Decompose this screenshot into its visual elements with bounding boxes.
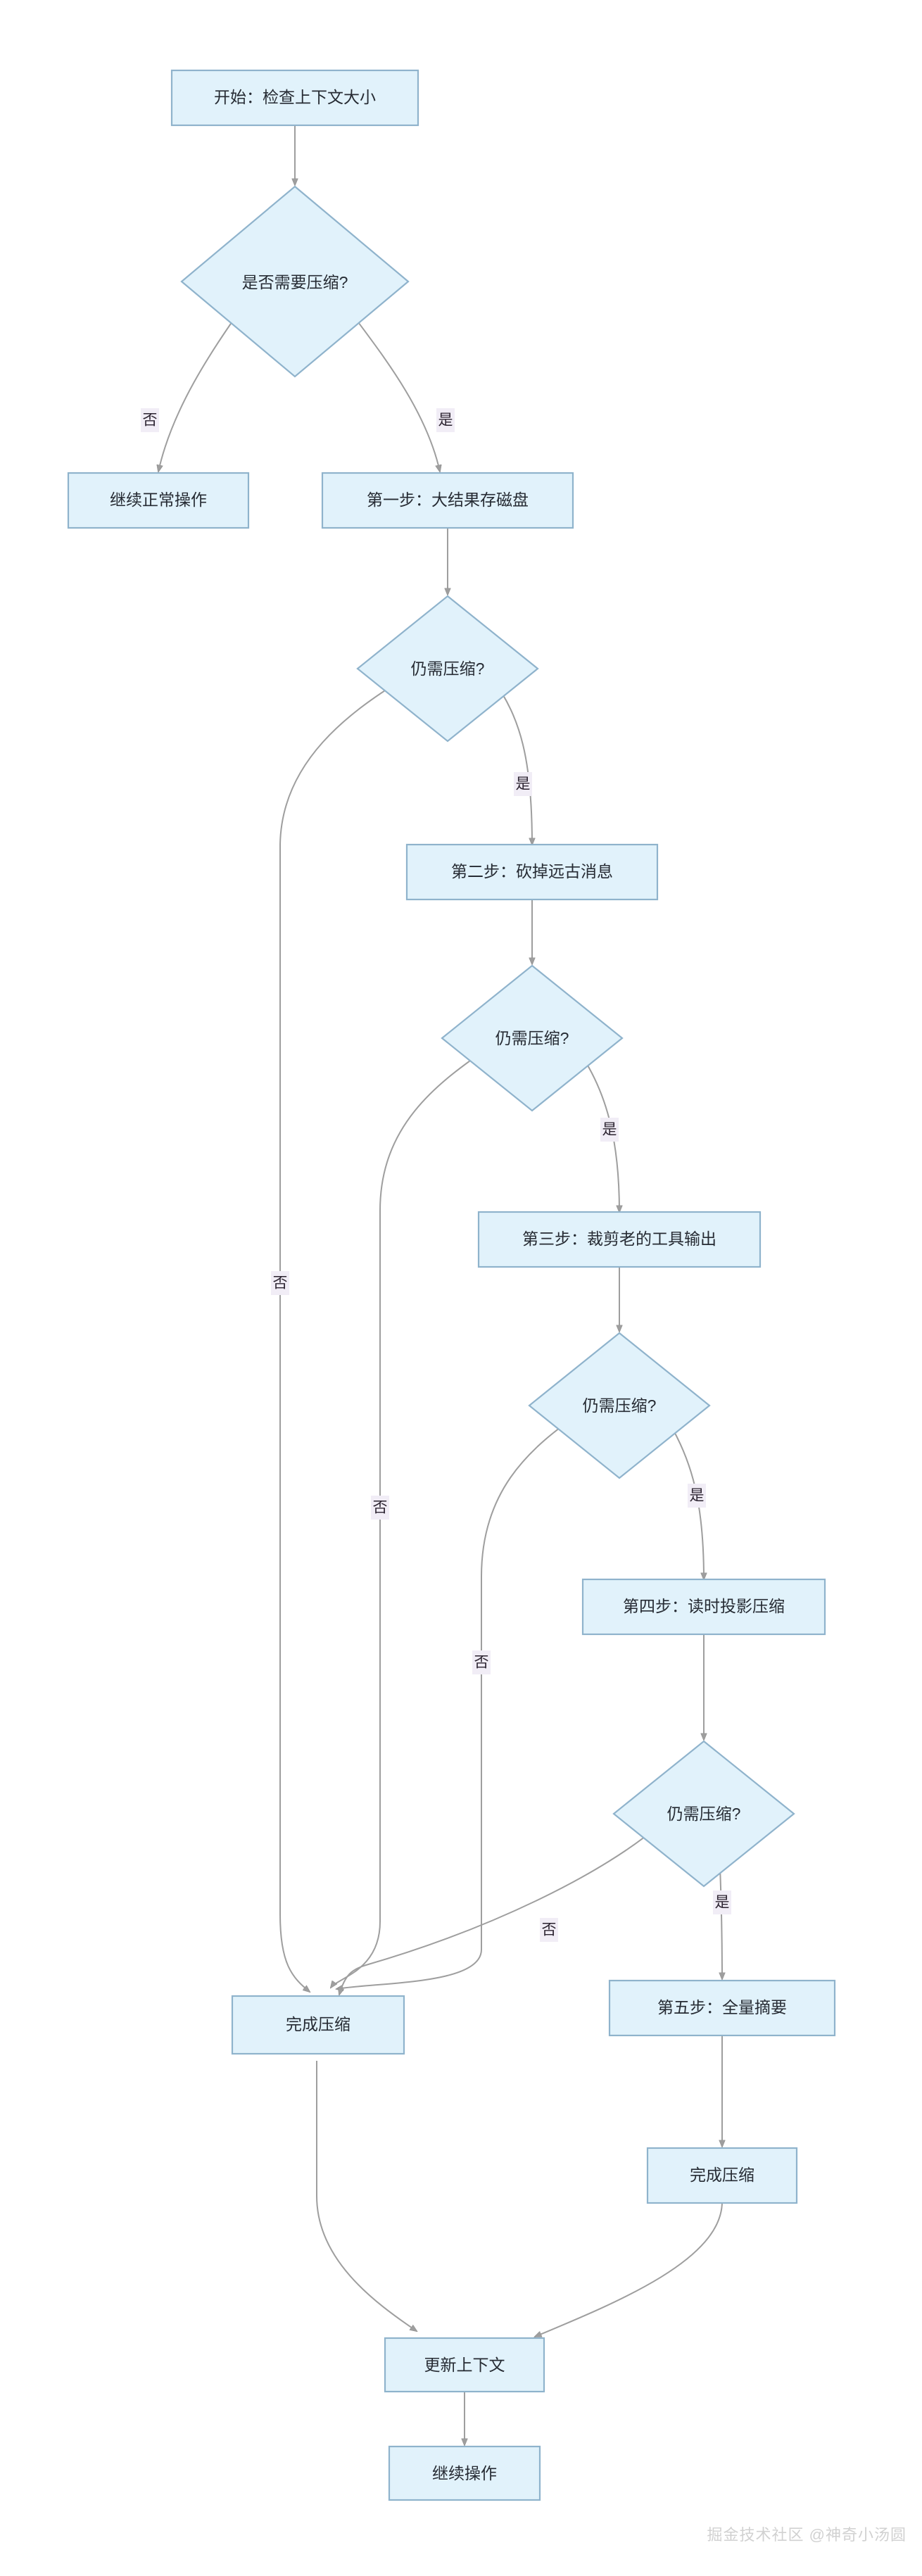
edge-need-to-normal [158,305,244,472]
edge-check1-yes-to-step2 [492,678,532,845]
node-step5-shape[interactable] [608,1979,836,2037]
edge-label-bg-check1-yes [514,772,532,796]
node-step1[interactable]: 第一步：大结果存磁盘 [321,472,574,529]
edge-label-check3-no: 否 [474,1655,489,1671]
node-step1-label: 第一步：大结果存磁盘 [367,491,529,509]
node-check2-shape[interactable] [441,964,624,1112]
edge-need-to-step1 [346,305,440,472]
edge-label-bg-check2-yes [600,1118,619,1142]
node-update[interactable]: 更新上下文 [384,2337,545,2393]
edge-label-check1-no: 否 [273,1275,288,1292]
node-step1-shape[interactable] [321,472,574,529]
node-normal-shape[interactable] [67,472,250,529]
edge-label-bg-check3-no [472,1650,491,1674]
edge-label-check1-yes: 是 [516,776,531,793]
edge-check3-no-to-done [336,1415,576,1989]
node-check4[interactable]: 仍需压缩? [612,1740,795,1888]
node-check4-label: 仍需压缩? [667,1805,741,1823]
node-check2-label: 仍需压缩? [495,1029,569,1047]
edge-label-need-no: 否 [143,412,158,429]
edge-label-bg-need-no [141,408,159,432]
node-check1-label: 仍需压缩? [411,659,485,678]
node-done-left-shape[interactable] [231,1995,405,2055]
node-need-shape[interactable] [180,185,410,378]
edge-label-bg-check2-no [371,1496,389,1520]
node-step2-label: 第二步：砍掉远古消息 [451,862,613,880]
node-normal[interactable]: 继续正常操作 [67,472,250,529]
edge-label-layer: 否 是 是 否 是 否 是 否 是 否 [141,408,731,1942]
edge-label-check4-no: 否 [542,1922,557,1938]
edge-check4-no-to-done [339,1824,661,1995]
node-step5[interactable]: 第五步：全量摘要 [608,1979,836,2037]
edge-label-check4-yes: 是 [715,1895,730,1911]
node-check1-shape[interactable] [356,595,539,743]
node-step3-label: 第三步：裁剪老的工具输出 [522,1230,716,1248]
node-need[interactable]: 是否需要压缩? [180,185,410,378]
node-check4-shape[interactable] [612,1740,795,1888]
edge-label-check2-yes: 是 [602,1122,617,1138]
node-done-right-label: 完成压缩 [690,2166,754,2184]
node-continue-shape[interactable] [388,2445,541,2501]
edge-label-bg-need-yes [436,408,455,432]
node-update-label: 更新上下文 [424,2356,505,2374]
node-step2-shape[interactable] [405,843,659,901]
edge-check1-no-to-done [279,678,403,1992]
edge-label-bg-check4-yes [713,1890,731,1914]
edge-check2-no-to-done [331,1048,488,1988]
node-start[interactable]: 开始：检查上下文大小 [170,69,419,127]
node-start-label: 开始：检查上下文大小 [214,88,376,106]
node-step3-shape[interactable] [477,1211,762,1268]
node-check3-shape[interactable] [528,1332,711,1479]
edge-label-need-yes: 是 [438,412,453,429]
node-need-label: 是否需要压缩? [242,273,348,291]
node-continue-label: 继续操作 [432,2464,497,2482]
edge-label-bg-check4-no [540,1918,558,1942]
node-done-left[interactable]: 完成压缩 [231,1995,405,2055]
node-check3-label: 仍需压缩? [583,1396,657,1415]
node-done-right-shape[interactable] [646,2147,798,2204]
node-step5-label: 第五步：全量摘要 [657,1998,787,2016]
node-done-left-label: 完成压缩 [286,2015,351,2033]
edge-done-right-to-update [535,2201,723,2337]
node-normal-label: 继续正常操作 [110,491,207,509]
edge-label-check3-yes: 是 [690,1488,705,1504]
edge-label-bg-check1-no [271,1271,289,1295]
node-step2[interactable]: 第二步：砍掉远古消息 [405,843,659,901]
node-check1[interactable]: 仍需压缩? [356,595,539,743]
node-step4-label: 第四步：读时投影压缩 [623,1597,785,1615]
node-start-shape[interactable] [170,69,419,127]
watermark: 掘金技术社区 @神奇小汤圆 [707,2526,907,2544]
edge-label-bg-check3-yes [688,1484,706,1508]
node-step4-shape[interactable] [581,1578,826,1636]
node-done-right[interactable]: 完成压缩 [646,2147,798,2204]
node-continue[interactable]: 继续操作 [388,2445,541,2501]
node-step4[interactable]: 第四步：读时投影压缩 [581,1578,826,1636]
node-layer: 开始：检查上下文大小 是否需要压缩? 继续正常操作 第一步：大结果存磁盘 仍需压… [67,69,836,2501]
node-update-shape[interactable] [384,2337,545,2393]
edge-label-check2-no: 否 [373,1500,388,1516]
node-step3[interactable]: 第三步：裁剪老的工具输出 [477,1211,762,1268]
edge-done-left-to-update [316,2061,417,2331]
node-check3[interactable]: 仍需压缩? [528,1332,711,1479]
node-check2[interactable]: 仍需压缩? [441,964,624,1112]
